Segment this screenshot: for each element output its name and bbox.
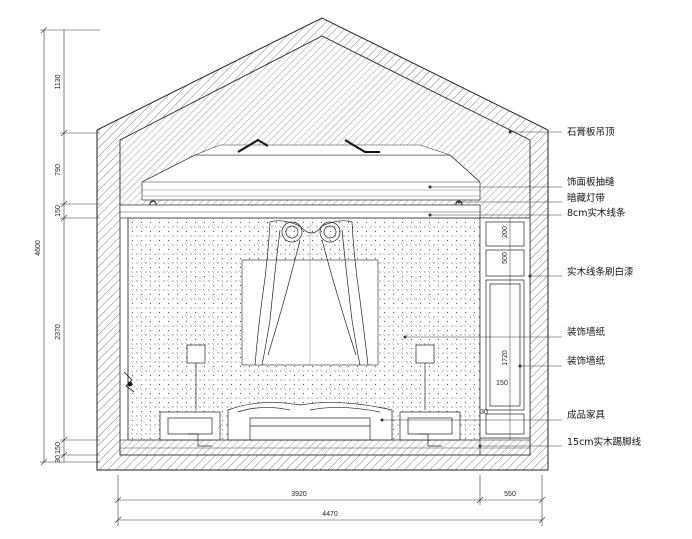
label-wallpaper-2: 装饰墙纸 — [567, 355, 606, 367]
skirting-board — [119, 439, 531, 456]
dim-cab-low: 1720 — [502, 350, 509, 366]
dim-left-total: 4600 — [35, 240, 42, 256]
bed-furniture — [159, 402, 461, 447]
wall-fixture — [123, 371, 135, 393]
right-cabinet — [479, 217, 531, 456]
dim-left-seg-5: 150 — [55, 442, 62, 454]
gypsum-ceiling — [119, 35, 531, 219]
dim-left-seg-2: 790 — [55, 164, 62, 176]
label-furniture: 成品家具 — [567, 409, 606, 421]
left-dimension-chain — [40, 26, 100, 466]
dim-bottom-main: 3920 — [291, 491, 307, 498]
dim-bottom-side: 550 — [504, 491, 516, 498]
dim-cab-side: 150 — [496, 380, 508, 387]
label-wood-molding: 8cm实木线条 — [567, 207, 626, 219]
label-wallpaper-1: 装饰墙纸 — [567, 326, 606, 338]
bottom-dimension-chain — [114, 475, 546, 526]
dim-cab-mid: 500 — [502, 252, 509, 264]
dim-cab-base: 30 — [480, 409, 488, 416]
dim-bottom-total: 4470 — [322, 511, 338, 518]
label-skirting: 15cm实木踢脚线 — [567, 436, 642, 448]
dim-left-seg-3: 150 — [55, 205, 62, 217]
dim-cab-top: 200 — [502, 226, 509, 238]
label-hidden-light-strip: 暗藏灯带 — [567, 192, 606, 204]
dim-left-seg-4: 2370 — [55, 324, 62, 340]
dim-left-seg-6: 30 — [55, 455, 62, 463]
dim-left-seg-1: 1130 — [55, 74, 62, 89]
label-gypsum-ceiling: 石膏板吊顶 — [567, 126, 615, 138]
leader-lines — [380, 130, 562, 448]
curtain — [241, 220, 379, 366]
lamp-right — [415, 344, 435, 410]
label-white-painted-molding: 实木线条刷白漆 — [567, 266, 634, 278]
lamp-left — [186, 344, 206, 410]
label-veneer-groove: 饰面板抽缝 — [567, 176, 615, 188]
